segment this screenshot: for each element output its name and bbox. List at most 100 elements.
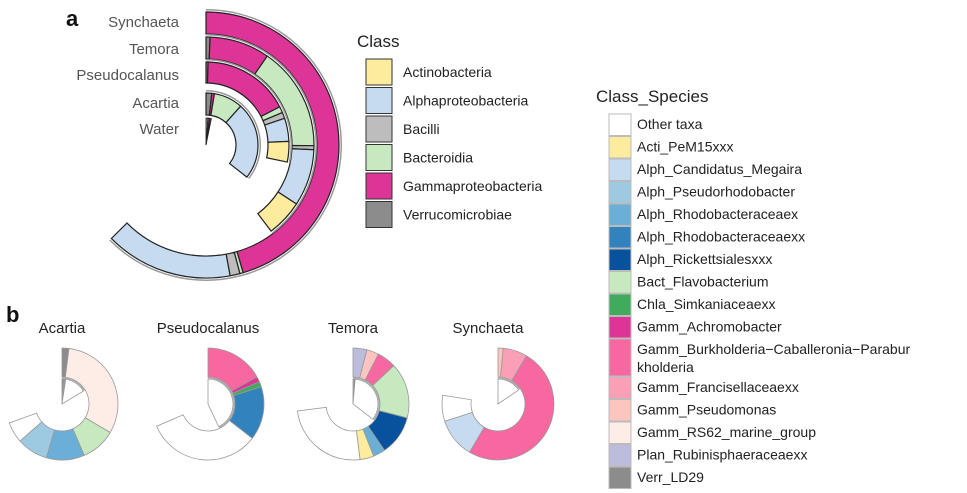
- species-legend-label: Verr_LD29: [637, 469, 704, 485]
- inner-ring-border: [353, 377, 381, 421]
- inner-segment-other-taxa: [61, 378, 84, 405]
- donut-pseudocalanus: Pseudocalanus: [156, 320, 265, 461]
- species-legend-swatch: [608, 226, 632, 249]
- donut-title-synchaeta: Synchaeta: [453, 320, 525, 337]
- species-legend-label: Gamm_RS62_marine_group: [637, 424, 816, 440]
- species-legend-title: Class_Species: [596, 87, 708, 106]
- inner-ring-border: [62, 377, 86, 391]
- species-legend-item-gamm-pseudomonas: Gamm_Pseudomonas: [608, 399, 776, 422]
- species-legend-swatch: [608, 271, 632, 294]
- class-legend-label: Alphaproteobacteria: [403, 93, 529, 109]
- species-legend-swatch: [608, 421, 632, 444]
- species-legend-swatch: [608, 113, 632, 136]
- segment-temora-actinobacteria: [257, 191, 298, 233]
- inner-ring-border: [498, 377, 521, 390]
- outer-segment-other-taxa: [8, 412, 43, 442]
- class-legend-item-bacteroidia: Bacteroidia: [365, 144, 473, 171]
- outer-segment-gamm-burkholderia-caballeronia-paraburkholderia: [468, 355, 555, 461]
- class-legend-swatch: [365, 87, 393, 114]
- species-legend-label: Plan_Rubinisphaeraceaexx: [637, 447, 807, 463]
- species-legend-label: Alph_Pseudorhodobacter: [637, 184, 795, 200]
- species-legend-item-gamm-achromobacter: Gamm_Achromobacter: [608, 316, 782, 339]
- species-legend-item-other-taxa: Other taxa: [608, 113, 703, 136]
- species-legend-swatch: [608, 136, 632, 159]
- species-legend-swatch: [608, 338, 632, 377]
- species-legend-item-gamm-francisellaceaexx: Gamm_Francisellaceaexx: [608, 376, 799, 399]
- panel-a-sunburst: [109, 9, 343, 281]
- species-legend-swatch: [608, 399, 632, 422]
- segment-pseudocalanus-actinobacteria: [265, 140, 290, 163]
- species-legend-swatch: [608, 316, 632, 339]
- species-legend-label: Alph_Candidatus_Megaira: [637, 161, 802, 177]
- class-legend-item-bacilli: Bacilli: [365, 115, 440, 143]
- species-legend-swatch: [608, 444, 632, 467]
- donut-title-pseudocalanus: Pseudocalanus: [157, 320, 260, 337]
- class-legend-item-actinobacteria: Actinobacteria: [365, 58, 492, 86]
- species-legend-label: Gamm_Burkholderia−Caballeronia−Parabur: [637, 341, 910, 357]
- species-legend-item-gamm-rs62-marine-group: Gamm_RS62_marine_group: [608, 421, 816, 444]
- ring-pseudocalanus: [205, 59, 292, 163]
- segment-water-alphaproteobacteria: [205, 117, 212, 146]
- species-legend-label: Alph_Rhodobacteraceaex: [637, 206, 798, 222]
- class-legend-swatch: [365, 144, 393, 171]
- ring-synchaeta: [109, 9, 343, 281]
- species-legend-swatch: [608, 376, 632, 399]
- donut-temora: Temora: [296, 320, 410, 461]
- class-legend: Class ActinobacteriaAlphaproteobacteriaB…: [357, 32, 543, 228]
- species-legend-label: kholderia: [637, 359, 694, 375]
- species-legend-item-plan-rubinisphaeraceaexx: Plan_Rubinisphaeraceaexx: [608, 444, 807, 467]
- donut-acartia: Acartia: [8, 320, 119, 461]
- class-legend-swatch: [365, 115, 393, 143]
- species-legend-item-alph-pseudorhodobacter: Alph_Pseudorhodobacter: [608, 181, 795, 204]
- species-legend-item-acti-pem15xxx: Acti_PeM15xxx: [608, 136, 733, 159]
- class-legend-item-gammaproteobacteria: Gammaproteobacteria: [365, 172, 543, 200]
- species-legend-swatch: [608, 181, 632, 204]
- segment-acartia-alphaproteobacteria: [225, 105, 259, 178]
- ring-water: [205, 117, 212, 146]
- species-legend-label: Alph_Rickettsialesxxx: [637, 251, 772, 267]
- inner-segment-other-taxa: [207, 378, 234, 428]
- species-legend-item-chla-simkaniaceaexx: Chla_Simkaniaceaexx: [608, 293, 776, 316]
- ring-label-pseudocalanus: Pseudocalanus: [76, 67, 179, 84]
- species-legend-swatch: [608, 248, 632, 271]
- species-legend-item-bact-flavobacterium: Bact_Flavobacterium: [608, 271, 769, 294]
- ring-label-acartia: Acartia: [132, 95, 179, 112]
- species-legend-item-alph-rickettsialesxxx: Alph_Rickettsialesxxx: [608, 248, 772, 271]
- class-legend-label: Bacteroidia: [403, 150, 473, 166]
- species-legend-label: Acti_PeM15xxx: [637, 139, 733, 155]
- panel-a-label: a: [66, 6, 79, 31]
- species-legend: Class_Species Other taxaActi_PeM15xxxAlp…: [596, 87, 910, 489]
- panel-b-label: b: [6, 302, 19, 327]
- class-legend-item-alphaproteobacteria: Alphaproteobacteria: [365, 87, 529, 114]
- species-legend-item-verr-ld29: Verr_LD29: [608, 466, 704, 489]
- species-legend-label: Gamm_Francisellaceaexx: [637, 379, 799, 395]
- species-legend-swatch: [608, 466, 632, 489]
- class-legend-swatch: [365, 201, 393, 228]
- class-legend-label: Actinobacteria: [403, 64, 492, 80]
- species-legend-swatch: [608, 293, 632, 316]
- inner-segment-other-taxa: [497, 378, 520, 405]
- species-legend-swatch: [608, 158, 632, 181]
- species-legend-swatch: [608, 203, 632, 226]
- inner-segment-other-taxa: [352, 378, 379, 420]
- outer-segment-other-taxa: [296, 406, 361, 461]
- ring-label-water: Water: [140, 121, 179, 138]
- species-legend-label: Chla_Simkaniaceaexx: [637, 296, 776, 312]
- class-legend-item-verrucomicrobiae: Verrucomicrobiae: [365, 201, 512, 228]
- class-legend-label: Gammaproteobacteria: [403, 178, 543, 194]
- ring-label-temora: Temora: [129, 41, 180, 58]
- outer-segment-other-taxa: [156, 414, 253, 461]
- donut-title-temora: Temora: [328, 320, 379, 337]
- species-legend-label: Bact_Flavobacterium: [637, 274, 769, 290]
- panel-b-donuts: Acartia Pseudocalanus Temora Synchaeta: [8, 320, 555, 461]
- species-legend-item-alph-candidatus-megaira: Alph_Candidatus_Megaira: [608, 158, 802, 181]
- segment-synchaeta-alphaproteobacteria: [110, 222, 231, 279]
- class-legend-title: Class: [357, 32, 400, 51]
- class-legend-label: Verrucomicrobiae: [403, 207, 512, 223]
- outer-segment-other-taxa: [441, 394, 473, 422]
- class-legend-label: Bacilli: [403, 121, 440, 137]
- species-legend-label: Gamm_Achromobacter: [637, 319, 782, 335]
- donut-synchaeta: Synchaeta: [441, 320, 555, 461]
